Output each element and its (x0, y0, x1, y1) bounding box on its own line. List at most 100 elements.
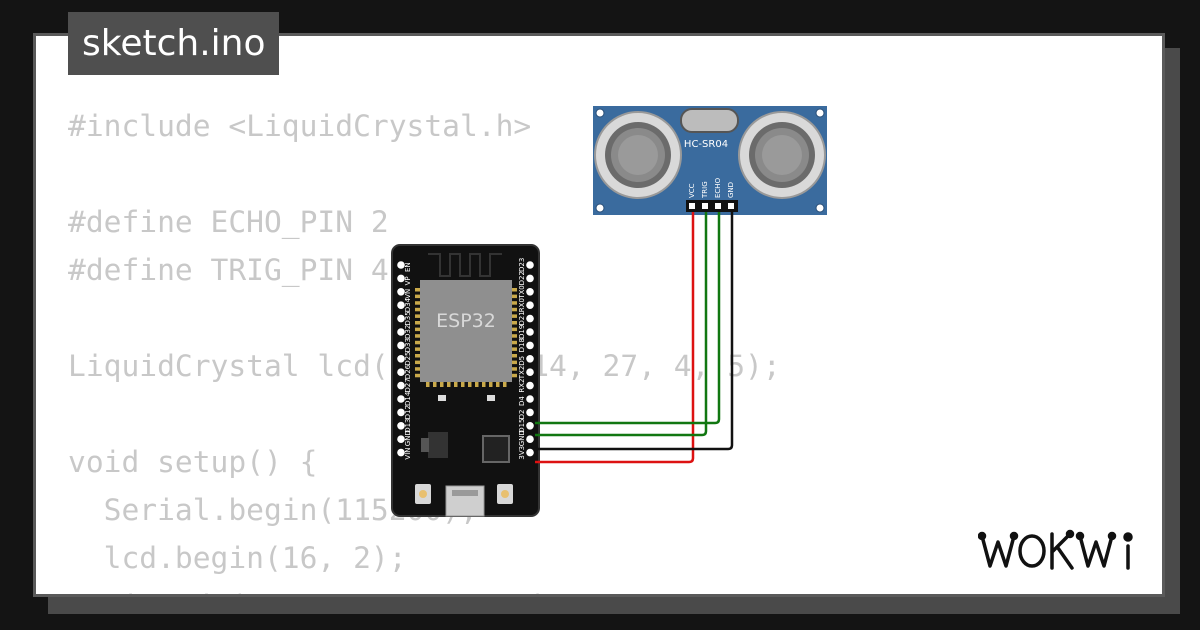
esp32-pin-label: D22 (518, 271, 526, 285)
esp32-pin[interactable] (526, 448, 534, 457)
esp32-pin-label: VIN (404, 448, 412, 460)
esp32-board[interactable]: ESP32 ENVPVND34D35D32D33D25D26D27D14D12D… (391, 244, 540, 517)
esp32-pin[interactable] (397, 341, 405, 350)
castellation-pad (511, 321, 517, 325)
esp32-pin[interactable] (397, 261, 405, 269)
castellation-pad (415, 347, 421, 351)
esp32-pin[interactable] (397, 422, 405, 430)
castellation-pad (415, 354, 421, 358)
castellation-pad (426, 381, 430, 387)
esp32-pin[interactable] (526, 381, 534, 390)
esp32-pin[interactable] (526, 422, 534, 430)
crystal-oscillator (680, 108, 739, 133)
castellation-pad (415, 334, 421, 338)
esp32-pin-label: D23 (518, 258, 526, 272)
esp32-pin-label: TX0 (518, 285, 526, 300)
esp32-pin-label: D12 (404, 405, 412, 419)
esp32-pin[interactable] (526, 341, 534, 350)
esp32-pin-label: D5 (518, 356, 526, 366)
sensor-pin-label: VCC (688, 183, 696, 198)
castellation-pad (415, 321, 421, 325)
esp32-pin-label: D32 (404, 325, 412, 339)
esp32-pin-label: GND (518, 430, 526, 446)
esp32-pin-label: D18 (518, 338, 526, 352)
castellation-pad (440, 381, 444, 387)
castellation-pad (511, 347, 517, 351)
castellation-pad (415, 367, 421, 371)
esp32-pin[interactable] (397, 301, 405, 310)
code-line: pinMode(TRIG_PIN, OUTPUT); (68, 582, 781, 594)
esp32-pin[interactable] (397, 355, 405, 363)
esp32-pin[interactable] (526, 274, 534, 283)
wire-echo[interactable] (535, 212, 721, 425)
castellation-pad (482, 381, 486, 387)
code-line: #define ECHO_PIN 2 (68, 205, 389, 239)
castellation-pad (511, 340, 517, 345)
esp32-pin[interactable] (526, 301, 534, 310)
castellation-pad (511, 360, 517, 365)
esp32-pin[interactable] (397, 274, 405, 283)
castellation-pad (511, 301, 517, 305)
castellation-pad (415, 294, 421, 299)
esp32-pin-label: EN (404, 262, 412, 272)
wire-vcc[interactable] (535, 212, 695, 464)
wire-trig[interactable] (535, 212, 708, 437)
wokwi-logo[interactable] (978, 526, 1150, 576)
sensor-header (686, 200, 738, 212)
esp32-pin-label: D34 (404, 297, 412, 312)
castellation-pad (511, 354, 517, 358)
esp32-pin[interactable] (526, 408, 534, 417)
castellation-pad (511, 314, 517, 318)
esp32-pin[interactable] (526, 261, 534, 269)
esp32-pin[interactable] (526, 355, 534, 363)
wires (535, 212, 734, 464)
castellation-pad (415, 373, 421, 378)
esp32-pin[interactable] (397, 408, 405, 417)
esp32-pin[interactable] (397, 395, 405, 403)
esp32-pin[interactable] (526, 328, 534, 336)
esp32-pin[interactable] (397, 288, 405, 296)
code-line: #include <LiquidCrystal.h> (68, 109, 532, 143)
castellation-pad (447, 381, 451, 387)
esp32-pin[interactable] (397, 328, 405, 336)
esp32-pin-label: RX2 (518, 378, 526, 392)
filename-tab[interactable]: sketch.ino (68, 12, 280, 75)
esp32-pin-label: D26 (404, 364, 412, 379)
castellation-pad (415, 307, 421, 312)
transducer-right (738, 111, 826, 199)
esp32-pin[interactable] (397, 381, 405, 390)
castellation-pad (475, 381, 479, 387)
esp32-pin[interactable] (526, 435, 534, 444)
esp32-pin[interactable] (526, 368, 534, 377)
esp32-pin-label: D14 (404, 391, 412, 406)
castellation-pad (489, 381, 493, 387)
wire-gnd[interactable] (535, 212, 734, 451)
castellation-pad (503, 381, 507, 387)
castellation-pad (511, 327, 517, 332)
code-preview: #include <LiquidCrystal.h> #define ECHO_P… (68, 102, 781, 594)
castellation-pad (454, 381, 458, 387)
esp32-pin-label: D19 (518, 325, 526, 339)
castellation-pad (511, 334, 517, 338)
esp32-pin[interactable] (397, 448, 405, 457)
esp32-pin[interactable] (397, 314, 405, 323)
esp32-pin[interactable] (526, 288, 534, 296)
sensor-pin-label: ECHO (714, 177, 722, 198)
esp32-pin[interactable] (397, 435, 405, 444)
castellation-pad (415, 314, 421, 318)
castellation-pad (461, 381, 465, 387)
code-line: #define TRIG_PIN 4 (68, 253, 389, 287)
hc-sr04-sensor[interactable]: HC-SR04 VCC TRIG ECHO GND (593, 106, 827, 215)
sensor-pin-label: TRIG (701, 181, 709, 199)
castellation-pad (415, 301, 421, 305)
castellation-pad (511, 307, 517, 312)
esp32-pin-label: D13 (404, 418, 412, 432)
esp32-pin[interactable] (526, 314, 534, 323)
esp32-pin-label: TX2 (518, 366, 526, 381)
esp32-pin[interactable] (526, 395, 534, 403)
esp32-pin-label: D33 (404, 338, 412, 352)
castellation-pad (468, 381, 472, 387)
esp32-pin[interactable] (397, 368, 405, 377)
castellation-pad (433, 381, 437, 387)
